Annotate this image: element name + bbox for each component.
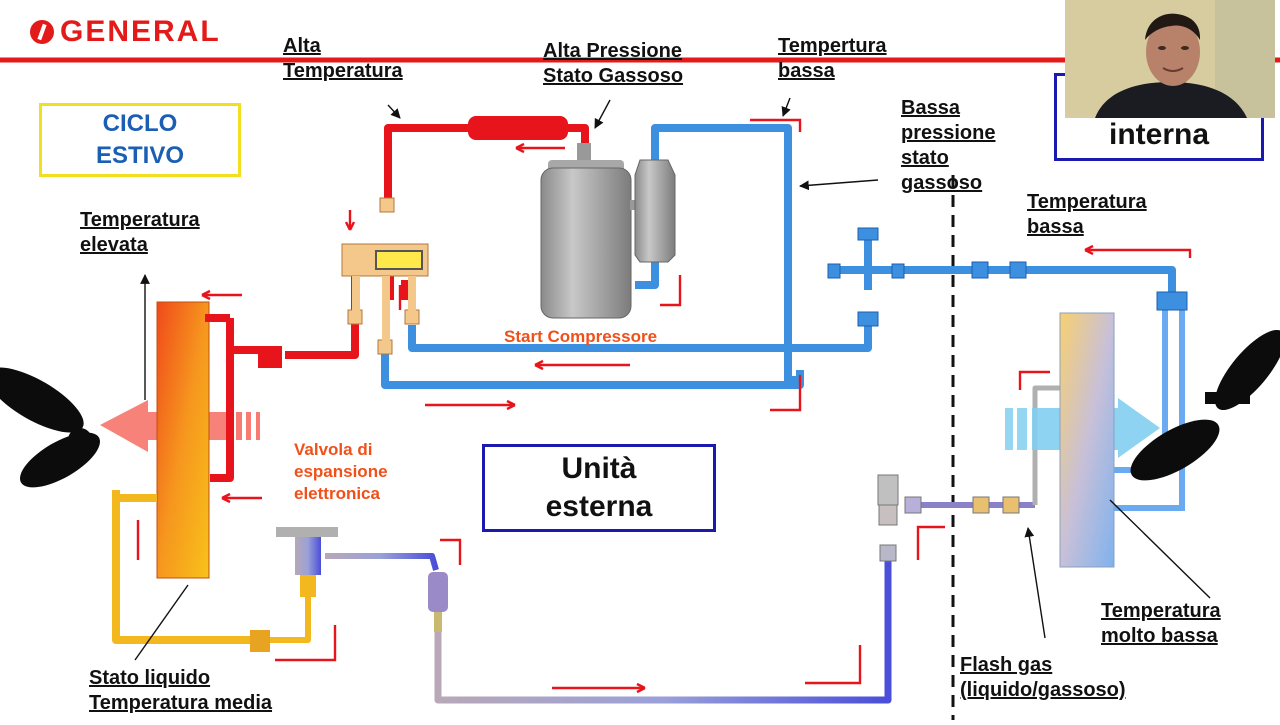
flow-arrows [136,118,1192,694]
general-logo-icon [30,20,54,44]
label-alta-pressione: Alta Pressione Stato Gassoso [543,40,684,87]
label-flash-gas: Flash gas (liquido/gassoso) [960,654,1126,701]
general-logo-text: GENERAL [60,15,221,48]
evaporator-coil [1059,312,1115,568]
label-stato-liquido: Stato liquido Temperatura media [89,667,273,714]
label-temperatura-bassa: Temperatura bassa [1027,191,1147,238]
label-valvola-espansione: Valvola di espansione elettronica [294,440,388,503]
label-tempertura-bassa: Tempertura bassa [778,35,887,82]
presenter-image [1065,0,1275,118]
muffler [468,116,568,140]
valve-body [250,527,338,652]
liquid-line [112,385,1060,704]
label-alta-temperatura: Alta Temperatura [283,35,403,82]
outdoor-unit-box: Unità esterna [482,444,716,532]
label-start-compressore: Start Compressore [504,327,658,346]
four-way-valve [341,197,429,355]
label-temperatura-molto-bassa: Temperatura molto bassa [1101,600,1221,647]
presenter-webcam [1065,0,1275,118]
hot-pipes [205,124,589,482]
label-temperatura-elevata: Temperatura elevata [80,209,200,256]
condenser-coil [156,301,210,579]
general-logo: GENERAL [28,14,221,50]
title-box: CICLO ESTIVO [39,103,241,177]
compressor [540,143,676,319]
tee-fitting [877,474,1020,562]
label-bassa-pressione: Bassa pressione stato gassoso [901,97,996,194]
filter-drier [428,572,448,632]
indoor-fan-icon [1130,329,1280,481]
pointer-arrows [134,97,1211,661]
outdoor-fan-icon [0,367,100,488]
cross-fitting [827,227,1188,327]
